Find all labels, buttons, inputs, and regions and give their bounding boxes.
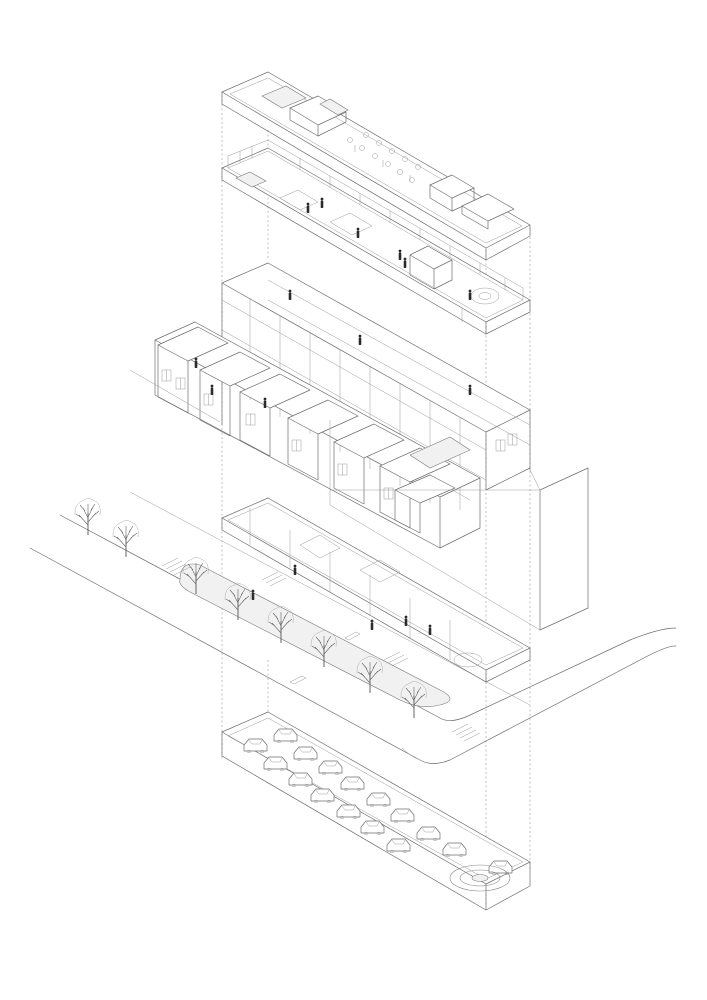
- adjacent-tower: [329, 420, 589, 631]
- roof-terrace-level: [221, 71, 531, 261]
- upper-floor-level: [221, 139, 531, 335]
- street-level: [29, 369, 677, 764]
- residential-units: [157, 326, 471, 534]
- parking-level: [221, 711, 531, 911]
- ground-floor-partitions: [249, 508, 483, 668]
- residential-level: [154, 262, 531, 549]
- upper-floor-glazing: [227, 139, 524, 300]
- roof-tables: [347, 132, 421, 183]
- parking-ramp: [449, 864, 511, 892]
- crosswalk-stripes: [161, 557, 481, 742]
